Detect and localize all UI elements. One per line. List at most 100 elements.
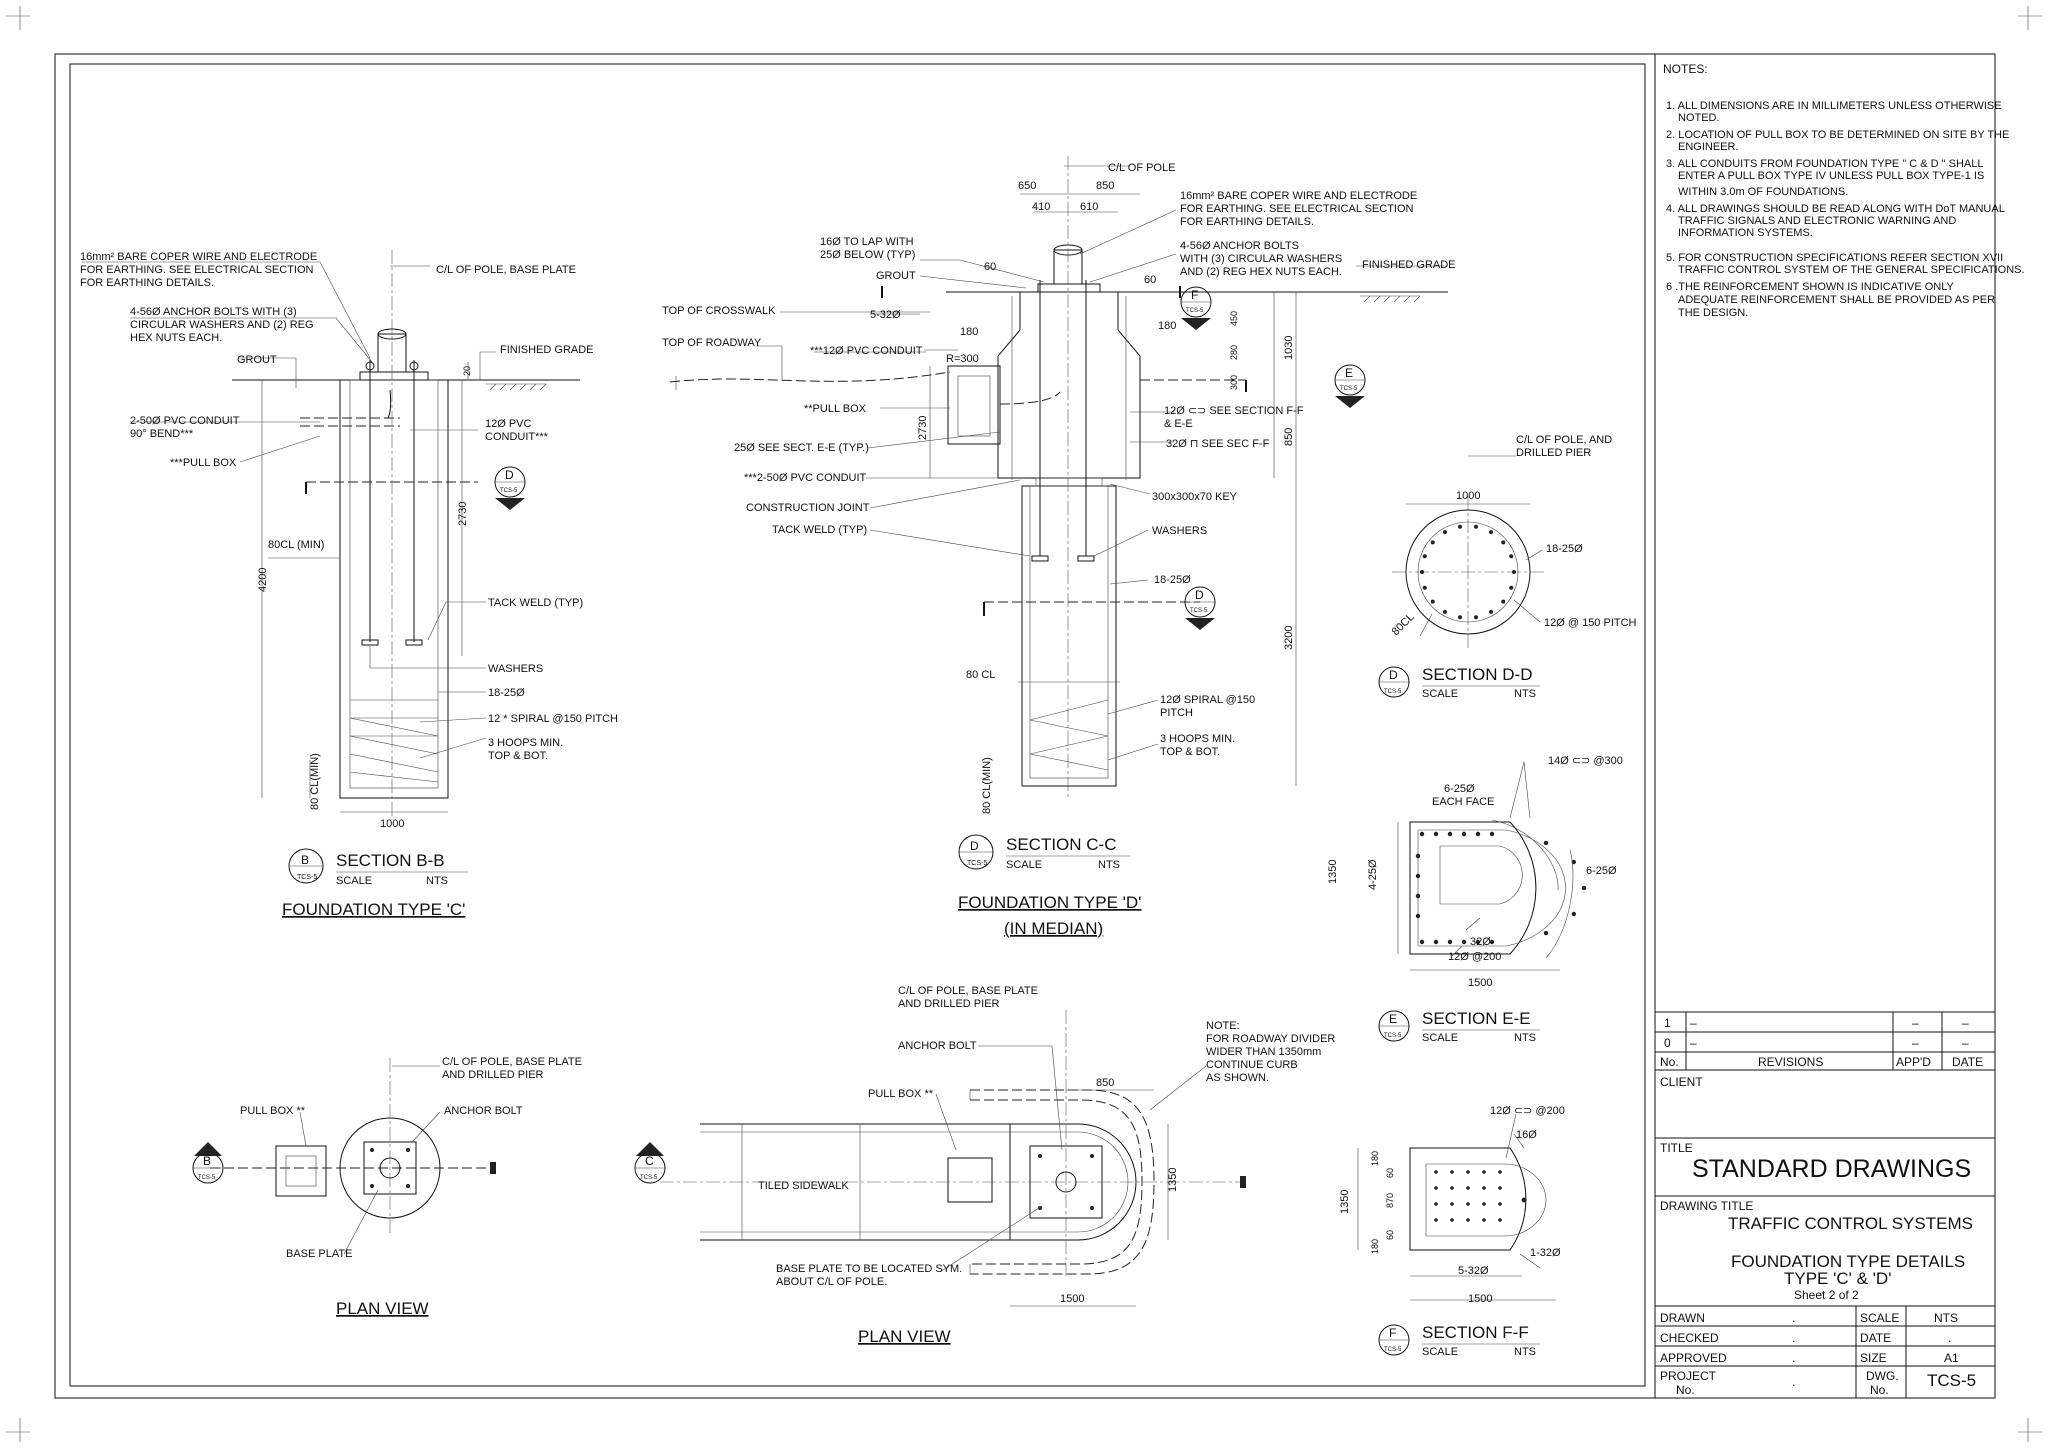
rebar-dot	[1420, 570, 1424, 574]
tag-sheet: TCS-5	[1384, 689, 1402, 695]
ee-side-bars: 4-25Ø	[1367, 859, 1379, 890]
rebar-dot	[1475, 939, 1481, 945]
foundation-type-d-median: (IN MEDIAN)	[1004, 919, 1103, 938]
fd-dim-610: 610	[1080, 201, 1098, 213]
revision-desc: –	[1690, 1016, 1697, 1030]
section-d-callout-left: D TCS-5	[494, 466, 526, 510]
drawn-label: DRAWN	[1660, 1311, 1705, 1325]
pc-cl-2: AND DRILLED PIER	[442, 1069, 544, 1081]
pc-anchor-bolt: ANCHOR BOLT	[444, 1105, 523, 1117]
fd-radius-300: R=300	[946, 353, 979, 365]
scale-label: SCALE	[1006, 859, 1042, 871]
note-4-line-1: 4. ALL DRAWINGS SHOULD BE READ ALONG WIT…	[1666, 203, 2005, 215]
tag-letter: F	[1191, 288, 1198, 302]
rebar-dot	[1433, 939, 1439, 945]
size-label: SIZE	[1860, 1351, 1887, 1365]
fd-dim-850: 850	[1283, 428, 1295, 446]
revision-date: –	[1962, 1036, 1969, 1050]
rebar-dot	[1434, 1170, 1438, 1174]
rebar-dot	[1509, 554, 1514, 559]
drawing-area-border	[69, 63, 1646, 1387]
ee-stirrup: 14Ø ⊂⊃ @300	[1548, 755, 1623, 767]
revision-date: –	[1962, 1016, 1969, 1030]
rebar-dot	[1501, 599, 1506, 604]
fd-pvc-conduit: ***12Ø PVC CONDUIT	[810, 345, 923, 357]
section-dd-title: SECTION D-D	[1422, 665, 1533, 684]
pd-note-1: NOTE:	[1206, 1020, 1240, 1032]
plan-view-d-title: PLAN VIEW	[858, 1327, 951, 1346]
fc-centerline-label: C/L OF POLE, BASE PLATE	[436, 264, 576, 276]
revisions-header-date: DATE	[1952, 1055, 1983, 1069]
fc-pvc-1: 12Ø PVC	[485, 418, 532, 430]
dd-pitch: 12Ø @ 150 PITCH	[1544, 617, 1637, 629]
pd-pull-box: PULL BOX **	[868, 1088, 934, 1100]
fc-dim-2730: 2730	[457, 502, 469, 526]
pd-cl-2: AND DRILLED PIER	[898, 998, 1000, 1010]
ff-dim-870: 870	[1385, 1193, 1395, 1208]
pd-note-4: CONTINUE CURB	[1206, 1059, 1298, 1071]
rebar-dot	[1581, 885, 1587, 891]
pd-anchor-bolt: ANCHOR BOLT	[898, 1040, 977, 1052]
section-e-callout: E TCS-5	[1334, 364, 1366, 408]
note-4-line-2: TRAFFIC SIGNALS AND ELECTRONIC WARNING A…	[1678, 215, 1956, 227]
ff-dim-180b: 180	[1370, 1239, 1380, 1254]
fc-pull-box: ***PULL BOX	[170, 457, 237, 469]
section-bb-title: SECTION B-B	[336, 851, 445, 870]
rebar-dot	[1419, 939, 1425, 945]
ff-dim-1350: 1350	[1339, 1190, 1351, 1214]
ff-dim-60a: 60	[1385, 1168, 1395, 1178]
rebar-dot	[1482, 1218, 1486, 1222]
fd-see-ee: 25Ø SEE SECT. E-E (TYP.)	[734, 442, 869, 454]
rebar-dot	[1458, 615, 1463, 620]
fd-anchor-bolts-2: WITH (3) CIRCULAR WASHERS	[1180, 253, 1342, 265]
rebar-dot	[1489, 831, 1495, 837]
rebar-dot	[1422, 585, 1427, 590]
plan-b-callout: B TCS-5	[192, 1142, 224, 1184]
fd-dim-3200: 3200	[1283, 626, 1295, 650]
rebar-dot	[1450, 1202, 1454, 1206]
plan-view-c-title: PLAN VIEW	[336, 1299, 429, 1318]
fc-cl80: 80 CL(MIN)	[309, 753, 321, 810]
fd-dim-60b: 60	[1144, 274, 1156, 286]
tag-sheet: TCS-5	[198, 1175, 216, 1181]
fd-cl80: 80 CL	[966, 669, 995, 681]
fd-spiral-1: 12Ø SPIRAL @150	[1160, 694, 1255, 706]
tag-letter: E	[1345, 366, 1353, 380]
fc-wire-note-3: FOR EARTHING DETAILS.	[80, 277, 214, 289]
notes-heading: NOTES:	[1663, 62, 1708, 76]
note-3-line-1: 3. ALL CONDUITS FROM FOUNDATION TYPE " C…	[1666, 158, 1984, 170]
rebar-dot	[1415, 853, 1421, 859]
rebar-dot	[1498, 1186, 1502, 1190]
revision-appd: –	[1912, 1016, 1919, 1030]
rebar-dot	[1543, 840, 1549, 846]
rebar-dot	[1415, 893, 1421, 899]
size-value: A1	[1944, 1351, 1959, 1365]
fd-top-of-crosswalk: TOP OF CROSSWALK	[662, 305, 776, 317]
rebar-dot	[1450, 1186, 1454, 1190]
pd-cl-1: C/L OF POLE, BASE PLATE	[898, 985, 1038, 997]
fd-see-ff-2: & E-E	[1164, 418, 1193, 430]
fd-key: 300x300x70 KEY	[1152, 491, 1238, 503]
project-value: .	[1792, 1375, 1795, 1389]
ff-dim-60b: 60	[1385, 1230, 1395, 1240]
section-dd: C/L OF POLE, AND DRILLED PIER 1000 18-25…	[1390, 434, 1637, 650]
rebar-dot	[1443, 530, 1447, 535]
rebar-dot	[1433, 831, 1439, 837]
rebar-dot	[1501, 540, 1506, 545]
fc-tack-weld: TACK WELD (TYP)	[488, 597, 583, 609]
revision-appd: –	[1912, 1036, 1919, 1050]
rebar-dot	[1571, 911, 1577, 917]
fd-dim-450: 450	[1229, 311, 1239, 326]
foundation-type-c-title: FOUNDATION TYPE 'C'	[282, 900, 465, 919]
scale-label: SCALE	[1422, 688, 1458, 700]
rebar-dot	[1430, 540, 1435, 545]
fd-dim-650: 650	[1018, 180, 1036, 192]
outer-border	[54, 53, 1996, 1399]
dwg-label: DWG.	[1866, 1369, 1899, 1383]
tag-sheet: TCS-5	[1190, 608, 1208, 614]
dwg-label-no: No.	[1870, 1383, 1889, 1397]
section-dd-tag: D TCS-5 SECTION D-D SCALE NTS	[1378, 665, 1540, 700]
rebar-dot	[1434, 1202, 1438, 1206]
drawing-subtitle-1: FOUNDATION TYPE DETAILS	[1731, 1252, 1965, 1271]
